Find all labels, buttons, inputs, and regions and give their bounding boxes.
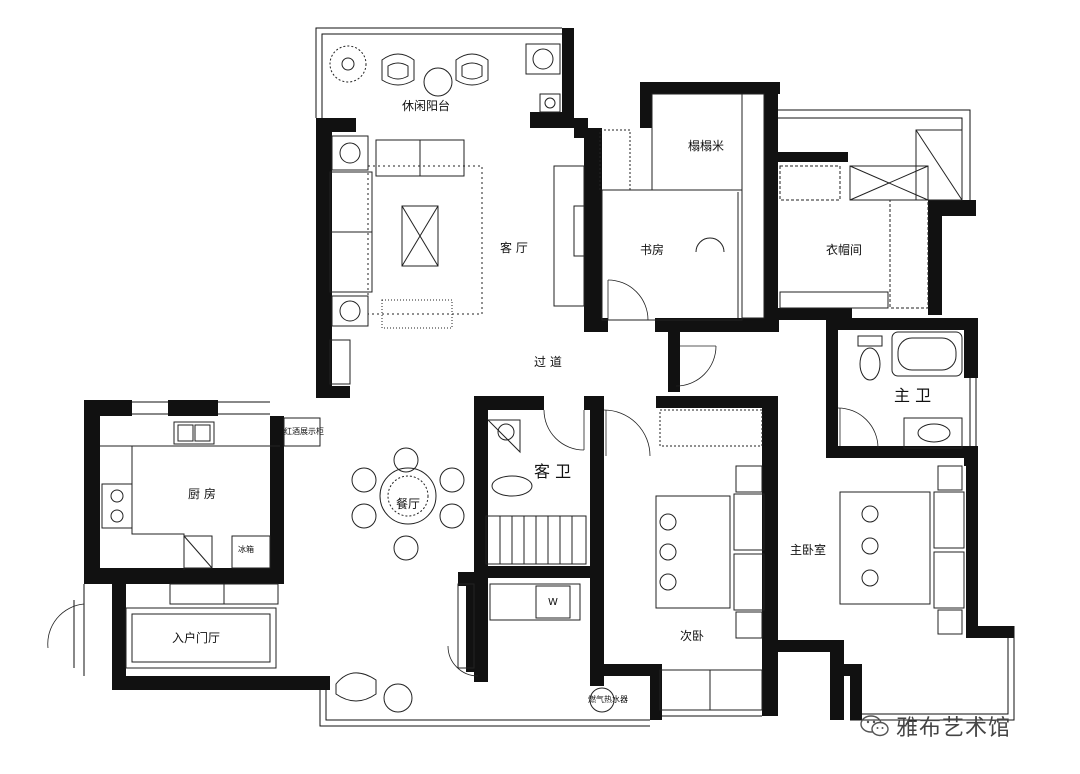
guest-bath-label: 客 卫 <box>534 462 572 481</box>
cloakroom-label: 衣帽间 <box>826 243 863 257</box>
master-bath-label: 主 卫 <box>894 386 932 405</box>
tatami-label: 榻榻米 <box>688 139 725 153</box>
watermark: 雅布艺术馆 <box>860 710 1011 742</box>
fridge-label: 冰箱 <box>238 545 254 554</box>
wine-cabinet-label: 红酒展示柜 <box>284 427 324 436</box>
water-heater-label: 燃气热水器 <box>588 695 628 704</box>
wechat-icon <box>860 715 889 737</box>
master-bedroom-label: 主卧室 <box>790 543 827 557</box>
second-bedroom-label: 次卧 <box>680 629 705 643</box>
living-room-label: 客 厅 <box>500 241 528 255</box>
kitchen-label: 厨 房 <box>188 487 216 501</box>
study-label: 书房 <box>640 243 665 257</box>
thin-walls <box>73 27 1015 727</box>
walls <box>84 28 1014 720</box>
leisure-balcony-label: 休闲阳台 <box>402 99 451 113</box>
washer-label: W <box>548 597 558 608</box>
dining-room-label: 餐厅 <box>396 497 421 511</box>
hallway-label: 过 道 <box>534 355 562 369</box>
doors <box>47 279 879 677</box>
entry-hall-label: 入户门厅 <box>172 631 221 645</box>
furniture <box>100 43 965 713</box>
watermark-text: 雅布艺术馆 <box>896 716 1012 741</box>
